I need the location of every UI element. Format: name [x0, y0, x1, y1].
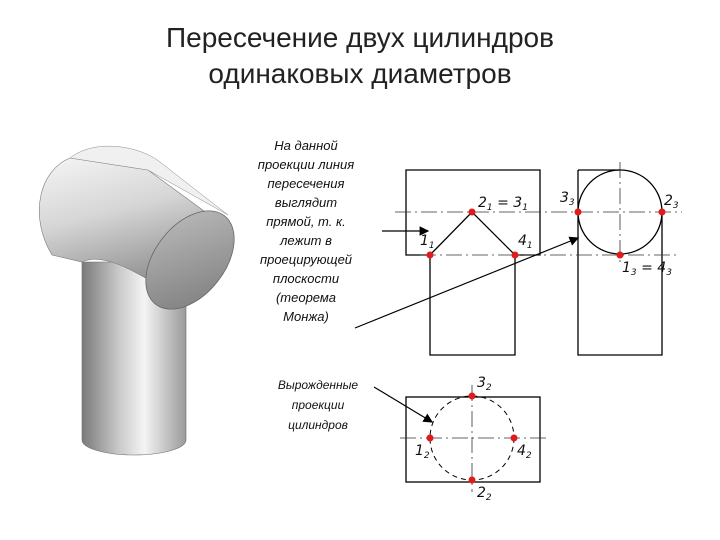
isometric-cylinders	[39, 145, 235, 456]
vertical-cylinder	[81, 261, 187, 456]
point-3-side	[574, 208, 582, 216]
title-line-1: Пересечение двух цилиндров	[166, 22, 554, 53]
note1-line: Монжа)	[283, 309, 329, 324]
label-1-4-side: 13 = 43	[622, 260, 672, 278]
point-2-side	[658, 208, 666, 216]
label-2-side: 23	[664, 193, 679, 211]
label-1-top: 12	[415, 443, 430, 461]
axis-lines	[395, 162, 682, 492]
note1-line: лежит в	[280, 233, 332, 248]
intersection-line-front	[429, 211, 516, 256]
label-4-top: 42	[517, 443, 532, 461]
note-straight-intersection: На данной проекции линия пересечения выг…	[236, 136, 376, 326]
note2-line: Вырожденные	[277, 378, 359, 392]
top-view	[405, 395, 541, 483]
horizontal-cylinder-cap	[145, 210, 235, 310]
note1-line: прямой, т. к.	[266, 214, 346, 229]
label-3-top: 32	[477, 375, 492, 393]
point-2-top	[468, 476, 476, 484]
note1-line: (теорема	[275, 290, 337, 305]
note1-line: плоскости	[272, 271, 340, 286]
point-1-top	[426, 434, 434, 442]
point-4-front	[511, 251, 519, 259]
note1-line: На данной	[274, 138, 338, 153]
arrow-to-side-circle	[354, 236, 580, 329]
slide-title: Пересечение двух цилиндров одинаковых ди…	[0, 20, 720, 92]
note1-line: пересечения	[267, 176, 345, 191]
label-4-front: 41	[518, 233, 533, 251]
note-degenerate-projections: Вырожденные проекции цилиндров	[262, 375, 374, 435]
label-2-top: 22	[477, 485, 492, 503]
label-3-side: 33	[560, 190, 575, 208]
points	[426, 208, 666, 484]
point-3-top	[468, 392, 476, 400]
note1-line: проецирующей	[259, 252, 353, 267]
side-view-outline	[577, 170, 663, 356]
leader-arrows	[354, 226, 580, 423]
point-1-front	[426, 251, 434, 259]
note1-line: выглядит	[274, 195, 338, 210]
point-1-4-side	[616, 251, 624, 259]
arrow-to-top-circle	[373, 386, 434, 423]
point-labels: 21 = 31 11 41 33 23 13 = 43 32 12 42 22	[415, 190, 679, 503]
point-4-top	[510, 434, 518, 442]
title-line-2: одинаковых диаметров	[208, 58, 512, 89]
note2-line: проекции	[291, 398, 345, 412]
label-2-3-front: 21 = 31	[478, 195, 528, 213]
label-1-front: 11	[420, 233, 435, 251]
note2-line: цилиндров	[288, 418, 348, 432]
note1-line: проекции линия	[257, 157, 355, 172]
point-2-3-front	[468, 208, 476, 216]
horizontal-cylinder-top	[69, 145, 229, 216]
top-view-outline	[405, 396, 541, 483]
front-view-outline	[405, 169, 541, 356]
